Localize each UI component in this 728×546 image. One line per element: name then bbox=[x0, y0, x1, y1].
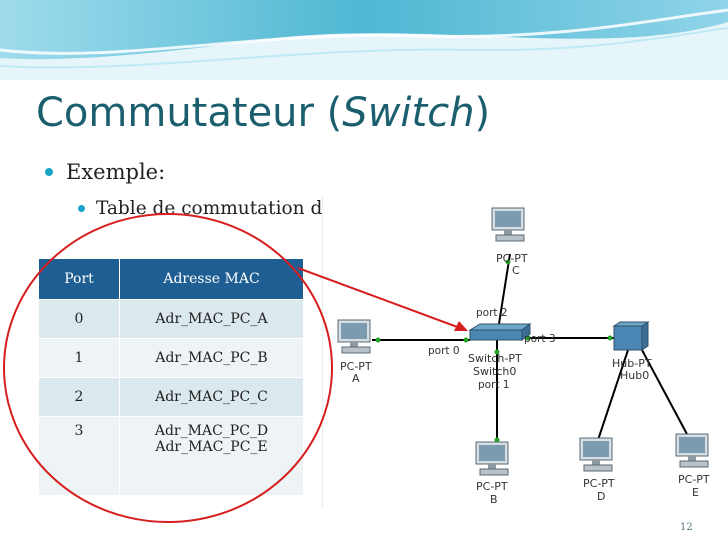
switch-icon bbox=[468, 323, 532, 341]
link-switch-c bbox=[497, 253, 511, 331]
mac-cell: Adr_MAC_PC_B bbox=[119, 338, 304, 378]
annotation-arrow bbox=[297, 267, 461, 329]
table-row: 2 Adr_MAC_PC_C bbox=[38, 377, 304, 417]
switch-type-label: Switch-PT bbox=[468, 352, 522, 365]
port-cell: 0 bbox=[38, 299, 120, 339]
pc-d-type-label: PC-PT bbox=[583, 477, 615, 490]
bullet-dot-icon bbox=[45, 168, 53, 176]
pc-a-icon bbox=[337, 319, 371, 354]
header-mac: Adresse MAC bbox=[119, 258, 304, 300]
bullet-exemple: Exemple: bbox=[66, 160, 166, 184]
mac-cell: Adr_MAC_PC_C bbox=[119, 377, 304, 417]
pc-c-type-label: PC-PT bbox=[496, 252, 528, 265]
pc-b-name-label: B bbox=[490, 493, 498, 506]
pc-c-name-label: C bbox=[512, 264, 520, 277]
switch-name-label: Switch0 bbox=[473, 365, 516, 378]
port-0-label: port 0 bbox=[428, 345, 460, 357]
annotation-circle bbox=[3, 213, 333, 523]
header-port: Port bbox=[38, 258, 120, 300]
page-number: 12 bbox=[680, 522, 693, 533]
pc-b-icon bbox=[475, 441, 509, 476]
hub-name-label: Hub0 bbox=[620, 369, 649, 382]
pc-e-type-label: PC-PT bbox=[678, 473, 710, 486]
pc-a-name-label: A bbox=[352, 372, 360, 385]
link-status-dots bbox=[375, 259, 613, 443]
hub-icon bbox=[612, 321, 650, 351]
pc-b-type-label: PC-PT bbox=[476, 480, 508, 493]
mac-cell: Adr_MAC_PC_A bbox=[119, 299, 304, 339]
slide-title: Commutateur (Switch) bbox=[36, 90, 491, 136]
pc-c-icon bbox=[491, 207, 525, 242]
annotation-arrowhead-icon bbox=[454, 321, 468, 331]
link-hub-d bbox=[597, 349, 629, 441]
pc-e-icon bbox=[675, 433, 709, 468]
hub-type-label: Hub-PT bbox=[612, 357, 652, 370]
pc-a-type-label: PC-PT bbox=[340, 360, 372, 373]
port-cell: 2 bbox=[38, 377, 120, 417]
pc-d-name-label: D bbox=[597, 490, 605, 503]
port-1-label: port 1 bbox=[478, 379, 510, 391]
header-wave-decoration bbox=[0, 0, 728, 80]
network-diagram-panel bbox=[322, 196, 728, 508]
link-hub-e bbox=[641, 349, 689, 437]
port-2-label: port 2 bbox=[476, 307, 508, 319]
pc-d-icon bbox=[579, 437, 613, 472]
table-row: 1 Adr_MAC_PC_B bbox=[38, 338, 304, 378]
pc-e-name-label: E bbox=[692, 486, 699, 499]
port-3-label: port 3 bbox=[524, 333, 556, 345]
bullet-dot-icon bbox=[78, 205, 85, 212]
switching-table: Port Adresse MAC 0 Adr_MAC_PC_A 1 Adr_MA… bbox=[38, 258, 304, 496]
table-row: 0 Adr_MAC_PC_A bbox=[38, 299, 304, 339]
port-cell: 1 bbox=[38, 338, 120, 378]
port-cell: 3 bbox=[38, 416, 120, 496]
network-links bbox=[372, 253, 689, 444]
